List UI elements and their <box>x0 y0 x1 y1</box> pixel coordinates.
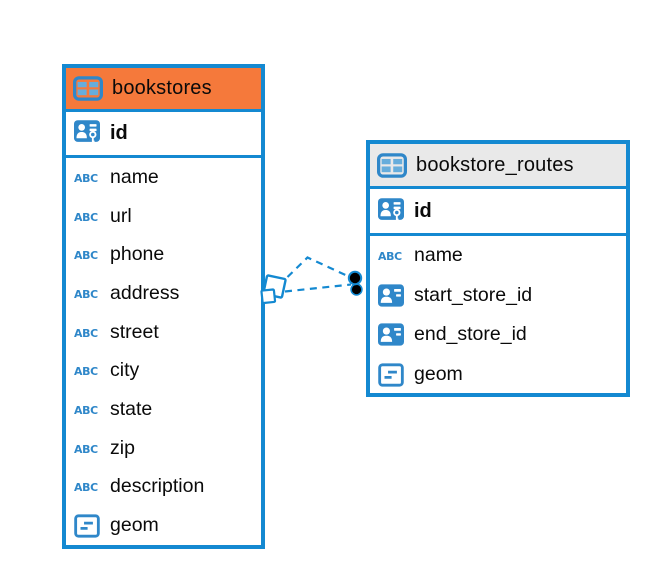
table-bookstore-routes[interactable]: bookstore_routes id ABC name <box>366 140 630 397</box>
column-name: start_store_id <box>414 283 533 306</box>
column-name: id <box>414 199 432 222</box>
column-name: phone <box>110 243 165 266</box>
text-type-icon: ABC <box>73 241 101 269</box>
diamond-marker-small <box>260 288 277 305</box>
column-row[interactable]: geom <box>370 355 626 395</box>
text-type-icon: ABC <box>73 357 101 385</box>
column-name: city <box>110 359 140 382</box>
column-name: url <box>110 204 132 227</box>
table-icon <box>377 151 407 179</box>
text-type-icon: ABC <box>377 242 405 270</box>
column-name: street <box>110 320 159 343</box>
svg-text:ABC: ABC <box>74 172 98 184</box>
column-row[interactable]: ABC phone <box>66 235 261 274</box>
svg-text:ABC: ABC <box>74 404 98 416</box>
geometry-type-icon <box>377 361 405 389</box>
column-row[interactable]: start_store_id <box>370 276 626 316</box>
table-bookstores[interactable]: bookstores id ABC name ABC url ABC phone… <box>62 64 265 549</box>
column-row[interactable]: ABC description <box>66 468 261 507</box>
table-bookstore-routes-header[interactable]: bookstore_routes <box>370 144 626 189</box>
column-name: geom <box>414 363 463 386</box>
relationship-line[interactable] <box>284 283 352 293</box>
endpoint-dot-upper <box>347 270 363 286</box>
column-name: name <box>414 244 463 267</box>
svg-text:ABC: ABC <box>74 288 98 300</box>
text-type-icon: ABC <box>73 318 101 346</box>
column-name: state <box>110 397 153 420</box>
primary-key-icon <box>73 120 101 148</box>
text-type-icon: ABC <box>73 473 101 501</box>
table-icon <box>73 75 103 103</box>
column-name: description <box>110 475 205 498</box>
column-row[interactable]: ABC street <box>66 313 261 352</box>
column-row[interactable]: ABC name <box>370 236 626 276</box>
column-name: zip <box>110 436 135 459</box>
relationship-line[interactable] <box>286 256 353 279</box>
column-row[interactable]: ABC url <box>66 197 261 236</box>
primary-key-icon <box>377 197 405 225</box>
column-row[interactable]: geom <box>66 506 261 545</box>
column-name: geom <box>110 514 159 537</box>
text-type-icon: ABC <box>73 202 101 230</box>
svg-text:ABC: ABC <box>74 443 98 455</box>
svg-text:ABC: ABC <box>74 482 98 494</box>
column-row[interactable]: ABC city <box>66 351 261 390</box>
column-name: address <box>110 281 180 304</box>
table-title: bookstore_routes <box>416 153 574 176</box>
geometry-type-icon <box>73 512 101 540</box>
table-bookstores-header[interactable]: bookstores <box>66 68 261 112</box>
foreign-key-reference-icon <box>377 281 405 309</box>
column-name: end_store_id <box>414 323 527 346</box>
column-row-id[interactable]: id <box>370 189 626 236</box>
svg-text:ABC: ABC <box>74 327 98 339</box>
svg-text:ABC: ABC <box>74 365 98 377</box>
foreign-key-reference-icon <box>377 321 405 349</box>
svg-text:ABC: ABC <box>74 211 98 223</box>
svg-text:ABC: ABC <box>378 250 402 262</box>
endpoint-dot-lower <box>350 283 363 296</box>
column-row[interactable]: end_store_id <box>370 315 626 355</box>
text-type-icon: ABC <box>73 395 101 423</box>
column-name: id <box>110 122 128 144</box>
column-name: name <box>110 165 159 188</box>
column-row[interactable]: ABC name <box>66 158 261 197</box>
svg-text:ABC: ABC <box>74 249 98 261</box>
column-row[interactable]: ABC state <box>66 390 261 429</box>
column-row[interactable]: ABC address <box>66 274 261 313</box>
text-type-icon: ABC <box>73 163 101 191</box>
column-row-id[interactable]: id <box>66 112 261 158</box>
text-type-icon: ABC <box>73 434 101 462</box>
table-title: bookstores <box>112 77 212 99</box>
column-row[interactable]: ABC zip <box>66 429 261 468</box>
relationship-connector[interactable] <box>246 248 386 312</box>
text-type-icon: ABC <box>73 279 101 307</box>
